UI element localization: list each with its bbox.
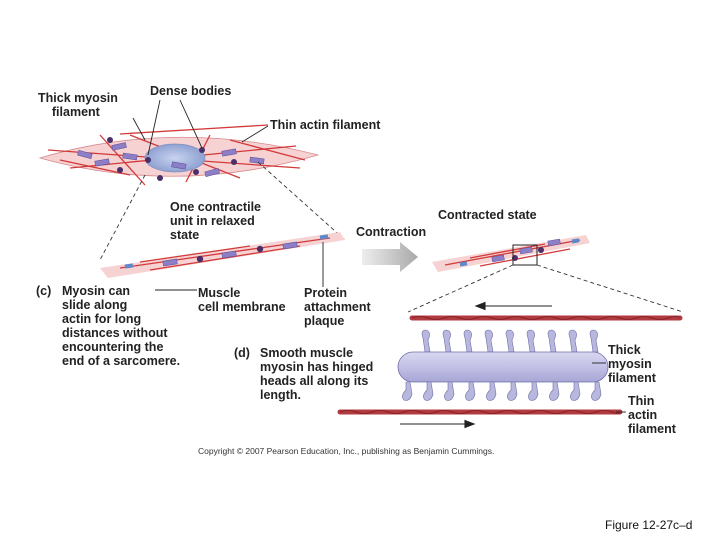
copyright-notice: Copyright © 2007 Pearson Education, Inc.… [198,446,495,456]
contraction-arrow [362,242,418,272]
label-c-letter: (c) [36,284,52,298]
figure-reference: Figure 12-27c–d [605,518,693,532]
label-dense-bodies: Dense bodies [150,84,232,98]
relaxed-contractile-unit [100,232,345,278]
thick-myosin-filament [397,351,609,383]
label-thick-myosin-filament-top: Thick myosin filament [38,91,118,119]
sliding-direction-arrow-bottom [400,419,476,429]
label-d-letter: (d) [234,346,250,360]
label-contraction: Contraction [356,225,427,239]
label-contracted-state: Contracted state [438,208,537,222]
label-thin-actin-filament-bottom: Thin actin filament [628,394,676,436]
label-thick-myosin-filament-bottom: Thick myosin filament [608,343,656,385]
label-d-text: Smooth muscle myosin has hinged heads al… [260,346,374,402]
label-muscle-cell-membrane: Muscle cell membrane [198,286,286,314]
label-c-text: Myosin can slide along actin for long di… [62,284,181,368]
zoom-box [512,244,538,266]
myosin-filaments-top [77,142,265,178]
label-thin-actin-filament-top: Thin actin filament [270,118,381,132]
contracted-unit [432,235,590,272]
protein-attachment-plaques-relaxed [124,234,329,269]
label-protein-attachment-plaque: Protein attachment plaque [304,286,371,328]
cell-nucleus [144,143,206,173]
myosin-heads-lower [402,381,602,401]
label-one-contractile-unit: One contractile unit in relaxed state [170,200,261,242]
dense-bodies [107,137,237,181]
smooth-muscle-cell [38,124,320,186]
sliding-direction-arrow-top [474,301,552,311]
myosin-heads-upper [421,329,599,353]
